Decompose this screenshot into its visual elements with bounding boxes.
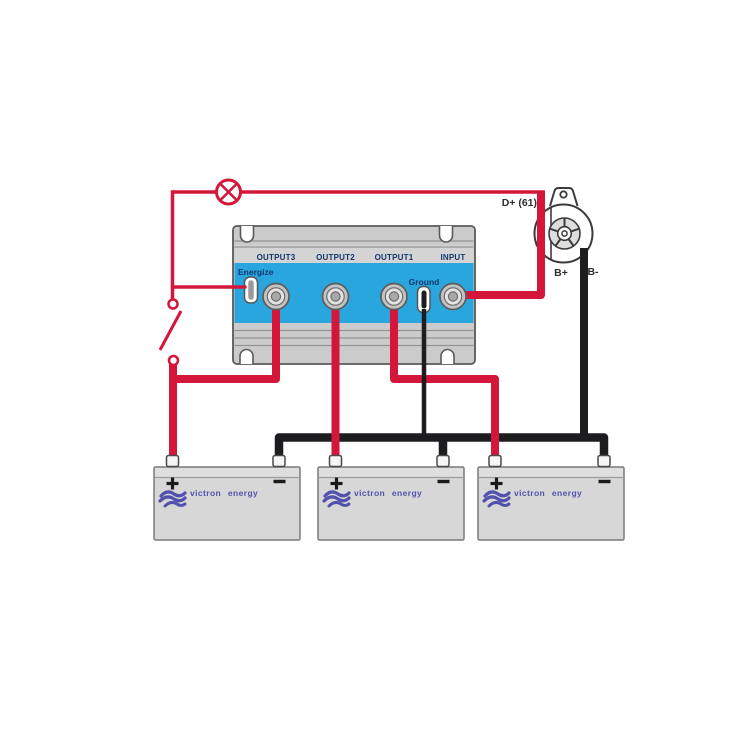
battery-1-body bbox=[153, 466, 301, 541]
alternator bbox=[533, 187, 594, 264]
switch-blade bbox=[158, 310, 183, 351]
input-label: INPUT bbox=[441, 253, 466, 262]
victron-logo-icon bbox=[158, 490, 187, 508]
output2-label: OUTPUT2 bbox=[316, 253, 355, 262]
terminal-output1 bbox=[380, 282, 408, 311]
victron-logo-icon bbox=[482, 490, 511, 508]
terminal-output2 bbox=[321, 282, 350, 311]
battery-3: victron energy bbox=[477, 466, 625, 541]
energize-label: Energize bbox=[238, 267, 274, 277]
energize-circuit bbox=[158, 178, 545, 367]
battery-3-body bbox=[477, 466, 625, 541]
isolator-terminals bbox=[262, 282, 467, 311]
wire-output1-to-battery3 bbox=[390, 302, 499, 461]
alternator-bplus-label: B+ bbox=[554, 267, 568, 279]
battery3-minus-lug bbox=[597, 454, 611, 468]
plus-symbol bbox=[166, 477, 179, 490]
switch-bottom-terminal bbox=[167, 354, 180, 367]
lamp-icon bbox=[215, 178, 242, 206]
mounting-notch bbox=[239, 348, 455, 365]
battery-3-brand: victron energy bbox=[514, 488, 582, 498]
battery2-plus-lug bbox=[328, 454, 343, 468]
battery2-minus-lug bbox=[436, 454, 450, 468]
battery1-minus-lug bbox=[272, 454, 286, 468]
alternator-dplus-label: D+ (61) bbox=[502, 197, 537, 209]
alternator-fan-spokes bbox=[549, 218, 580, 247]
plus-symbol bbox=[490, 477, 503, 490]
ground-label: Ground bbox=[409, 277, 440, 287]
output3-label: OUTPUT3 bbox=[257, 253, 296, 262]
switch-icon bbox=[158, 298, 183, 367]
alternator-ear-hole bbox=[559, 190, 568, 199]
terminal-output3 bbox=[262, 282, 290, 311]
switch-top-terminal bbox=[167, 298, 179, 310]
negative-cables bbox=[274, 248, 609, 461]
battery-2: victron energy bbox=[317, 466, 465, 541]
battery-1-top-strip bbox=[155, 468, 299, 477]
battery-1: victron energy bbox=[153, 466, 301, 541]
wire-output3 bbox=[170, 302, 280, 383]
battery-1-brand: victron energy bbox=[190, 488, 258, 498]
alternator-bminus-label: B- bbox=[587, 266, 599, 278]
battery1-plus-lug bbox=[165, 454, 180, 468]
battery-2-brand: victron energy bbox=[354, 488, 422, 498]
output1-label: OUTPUT1 bbox=[375, 253, 414, 262]
terminal-input bbox=[439, 282, 467, 311]
battery-2-top-strip bbox=[319, 468, 463, 477]
wire-bplus-to-input bbox=[466, 192, 545, 299]
battery-lugs bbox=[165, 454, 611, 468]
battery-2-body bbox=[317, 466, 465, 541]
victron-logo-icon bbox=[322, 490, 351, 508]
plus-symbol bbox=[330, 477, 343, 490]
mounting-notch bbox=[239, 225, 454, 243]
battery3-plus-lug bbox=[488, 454, 502, 468]
battery-3-top-strip bbox=[479, 468, 623, 477]
